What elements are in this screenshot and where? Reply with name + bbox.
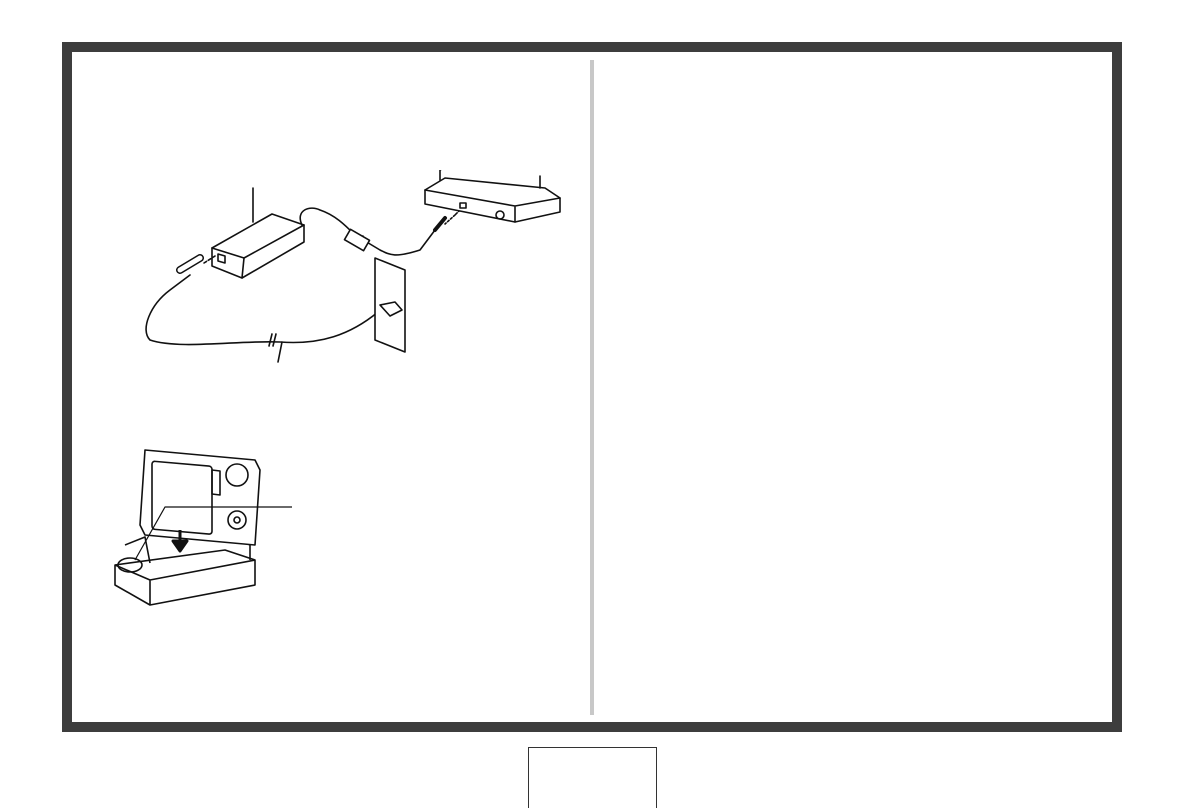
column-divider	[590, 60, 594, 715]
camera-on-cradle-icon	[114, 449, 292, 606]
ac-adapter-connection-icon	[145, 170, 561, 363]
page-number-box	[528, 747, 657, 808]
